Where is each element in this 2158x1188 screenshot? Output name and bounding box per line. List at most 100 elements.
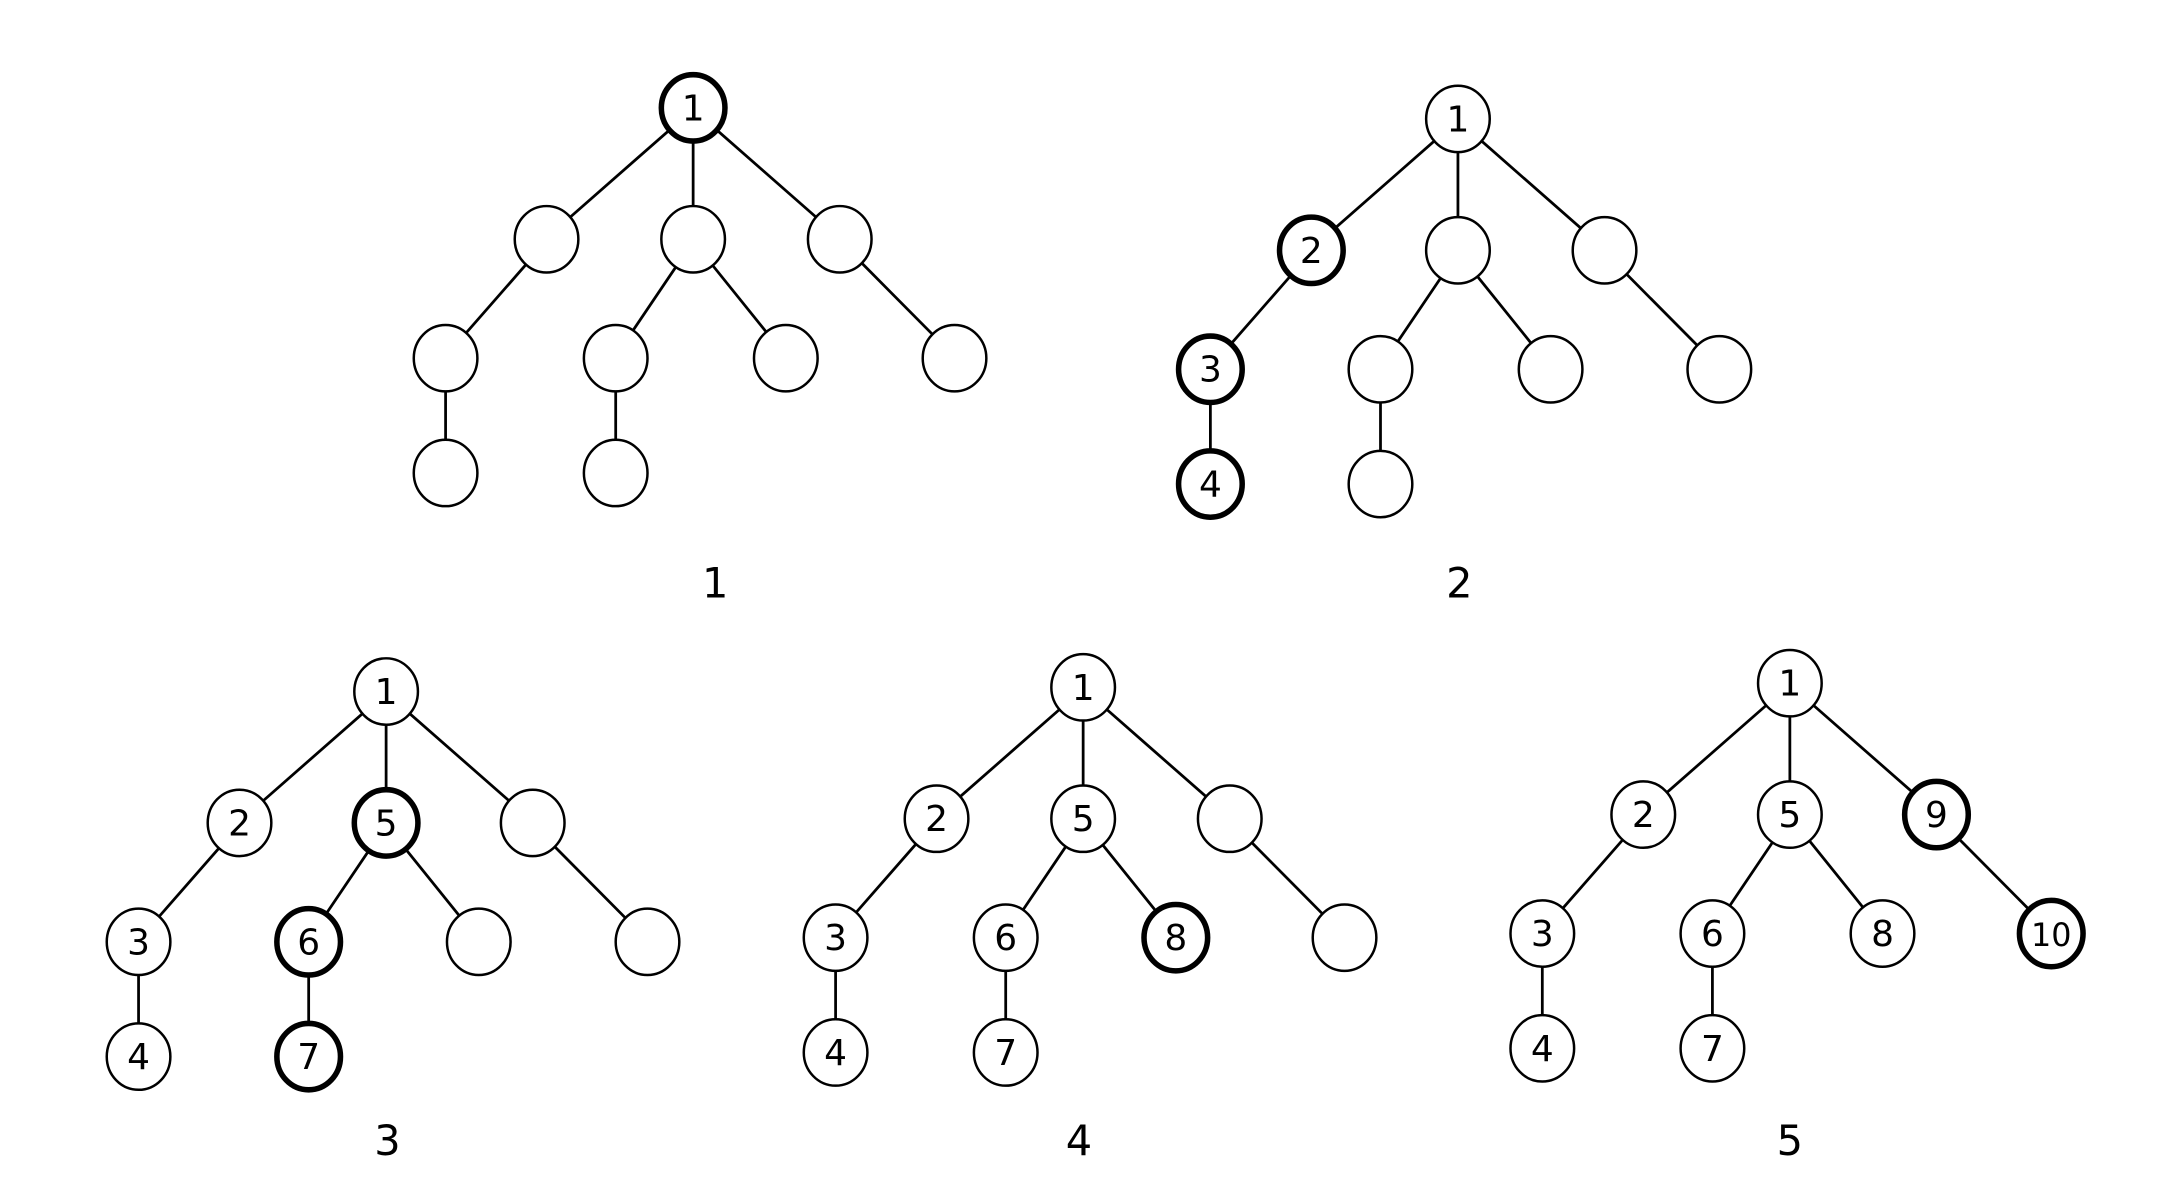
tree-node: 3 <box>1509 899 1576 968</box>
node-label: 5 <box>1072 799 1095 840</box>
node-circle <box>1196 784 1263 854</box>
visited-node-circle <box>658 71 728 144</box>
node-label: 1 <box>375 672 398 713</box>
tree-node <box>1311 903 1378 973</box>
node-label: 9 <box>1925 795 1948 836</box>
panel-caption: 5 <box>1777 1116 1803 1165</box>
node-label: 10 <box>2031 917 2071 954</box>
node-circle <box>206 788 273 858</box>
node-label: 4 <box>127 1037 150 1078</box>
node-label: 2 <box>228 803 251 844</box>
tree-node: 10 <box>2016 897 2086 970</box>
tree-edge <box>959 708 1061 798</box>
node-circle <box>1517 334 1584 404</box>
node-circle <box>614 907 681 977</box>
tree-node: 3 <box>802 903 869 973</box>
tree-edge <box>1812 704 1914 794</box>
tree-edge <box>1480 140 1582 230</box>
node-label: 1 <box>1072 668 1095 709</box>
tree-node: 2 <box>206 788 273 858</box>
tree-panel-2: 1 2 3 4 2 <box>1175 84 1753 607</box>
tree-node: 2 <box>1276 214 1346 287</box>
node-label: 3 <box>824 918 847 959</box>
node-circle <box>1050 784 1117 854</box>
tree-edge <box>1666 704 1768 794</box>
node-label: 7 <box>1701 1029 1724 1070</box>
tree-node: 6 <box>274 905 344 978</box>
tree-node: 7 <box>1679 1013 1746 1083</box>
tree-edge <box>1334 140 1436 230</box>
node-label: 5 <box>1778 795 1801 836</box>
node-label: 1 <box>1447 99 1470 140</box>
visited-node-circle <box>1901 778 1972 851</box>
tree-edge <box>631 266 677 332</box>
tree-node: 4 <box>1175 448 1245 521</box>
tree-node: 2 <box>903 784 970 854</box>
node-circle <box>660 204 727 274</box>
tree-node: 5 <box>1756 780 1823 850</box>
node-label: 4 <box>824 1033 847 1074</box>
node-circle <box>1679 899 1746 968</box>
visited-node-circle <box>2016 897 2086 970</box>
node-circle <box>1686 334 1753 404</box>
node-circle <box>1849 899 1916 968</box>
tree-node <box>513 204 580 274</box>
node-circle <box>806 204 873 274</box>
tree-node: 4 <box>105 1022 172 1092</box>
node-label: 2 <box>1632 795 1655 836</box>
tree-edge <box>408 712 510 802</box>
node-circle <box>1311 903 1378 973</box>
node-label: 8 <box>1164 918 1187 959</box>
tree-node: 1 <box>1050 652 1117 722</box>
tree-edge <box>1250 841 1324 915</box>
node-label: 1 <box>1778 664 1801 705</box>
tree-edge <box>262 712 364 802</box>
tree-node <box>1424 215 1491 285</box>
node-circle <box>1679 1013 1746 1083</box>
tree-edge <box>855 843 918 914</box>
tree-edge <box>1561 838 1624 910</box>
visited-node-circle <box>1141 901 1211 974</box>
tree-edge <box>715 128 817 219</box>
tree-node: 1 <box>658 71 728 144</box>
tree-edge <box>711 264 768 333</box>
tree-edge <box>1625 273 1699 347</box>
tree-edge <box>553 845 627 919</box>
node-label: 2 <box>925 799 948 840</box>
visited-node-circle <box>274 905 344 978</box>
tree-edge <box>324 849 370 915</box>
tree-node: 5 <box>351 786 421 859</box>
node-circle <box>1347 334 1414 404</box>
tree-edge <box>1728 841 1774 907</box>
node-circle <box>972 903 1039 973</box>
tree-edge <box>1476 275 1533 344</box>
panel-caption: 1 <box>702 558 728 607</box>
node-circle <box>1756 780 1823 850</box>
tree-edge <box>1105 708 1207 798</box>
tree-node <box>1196 784 1263 854</box>
node-circle <box>802 1018 869 1087</box>
node-label: 3 <box>1199 350 1222 391</box>
node-label: 2 <box>1300 231 1323 272</box>
tree-node <box>445 907 512 977</box>
tree-node <box>1571 215 1638 285</box>
node-label: 7 <box>994 1033 1017 1074</box>
node-label: 6 <box>1701 914 1724 955</box>
node-circle <box>752 323 819 393</box>
node-circle <box>445 907 512 977</box>
node-circle <box>1424 215 1491 285</box>
node-circle <box>412 323 479 393</box>
tree-edge <box>1101 844 1158 913</box>
node-circle <box>582 323 649 393</box>
panel-caption: 2 <box>1446 558 1472 607</box>
tree-node: 1 <box>353 657 420 726</box>
tree-node: 6 <box>972 903 1039 973</box>
tree-node <box>412 438 479 508</box>
node-circle <box>1756 648 1823 718</box>
tree-node <box>660 204 727 274</box>
tree-node: 3 <box>1175 333 1245 406</box>
tree-node: 6 <box>1679 899 1746 968</box>
node-circle <box>1509 1013 1576 1083</box>
